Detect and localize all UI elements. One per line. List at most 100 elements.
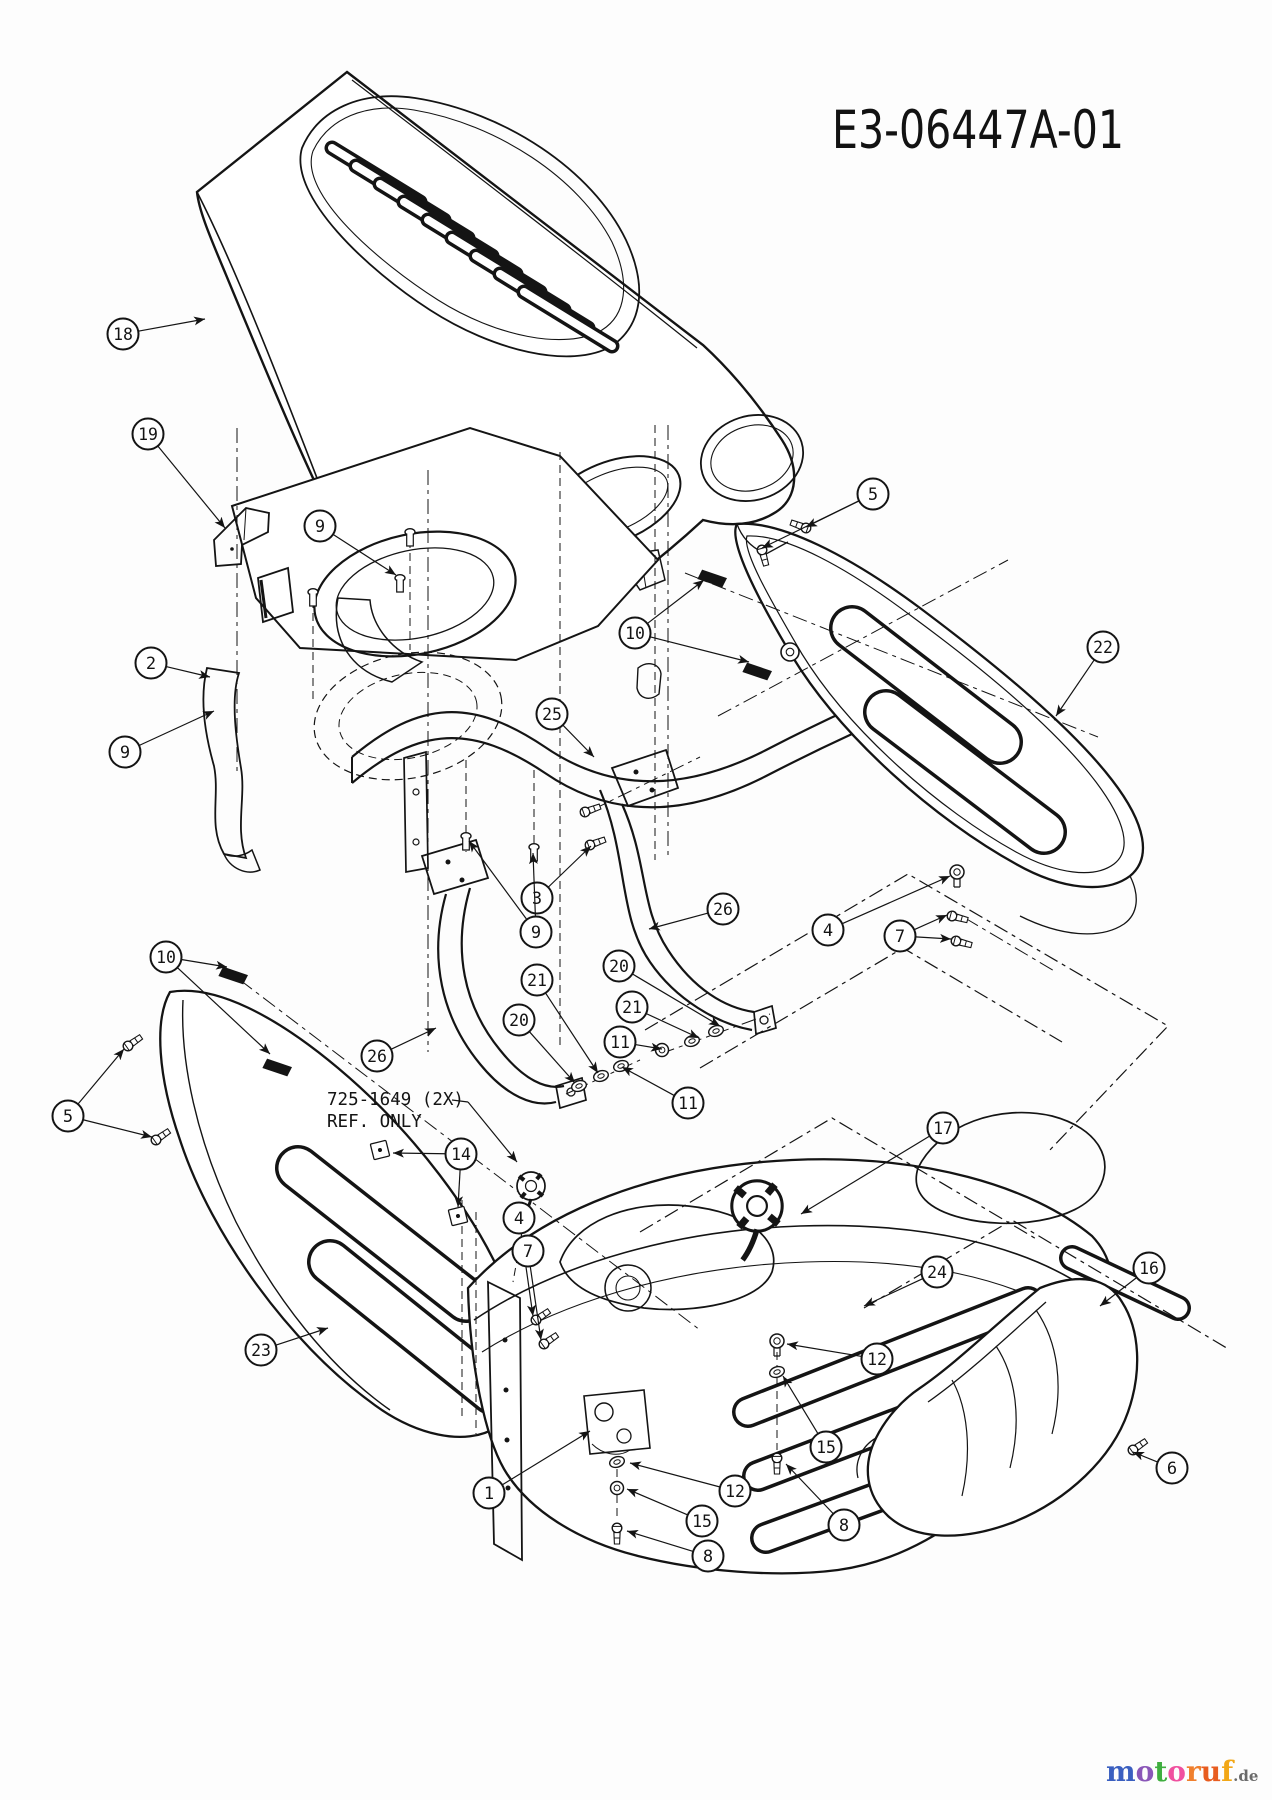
flange-bolt [769,1333,785,1357]
grille-top-face [473,1224,1087,1321]
washer [683,1034,701,1048]
callout-26: 26 [648,892,740,931]
support-arm-left [437,893,557,1105]
clip-nut [262,1058,292,1077]
headlight-pod-left [559,1204,775,1311]
washer [612,1059,630,1073]
callout-number: 6 [1167,1459,1177,1479]
drawing-number: E3-06447A-01 [832,100,1124,161]
callout-number: 8 [839,1516,849,1536]
leader-line [529,1266,544,1341]
nut-outer [654,1042,670,1058]
washer-outer [707,1024,725,1038]
clip-body [742,662,772,681]
washer-hole [575,1083,583,1089]
leader-line [1055,659,1095,717]
hood-side-opening-inner [710,424,794,492]
callout-15: 15 [782,1375,843,1464]
screw-thread [1139,1441,1144,1447]
callout-circle [603,1025,637,1059]
callout-2: 2 [134,646,211,680]
front-bumper-rib [951,1379,969,1497]
callout-16: 16 [1099,1251,1166,1307]
grille-top-face-inner [481,1260,1073,1353]
phantom-outline [639,1117,1039,1241]
callout-19: 19 [131,417,226,529]
rosette-hub [746,1195,768,1217]
callout-26: 26 [360,1027,437,1073]
washer-hole [597,1073,605,1079]
bump-stop-edge [259,579,268,619]
callout-number: 5 [63,1107,73,1127]
leader-line [392,1148,446,1158]
callout-7: 7 [511,1234,545,1341]
construction-line [964,917,1057,973]
front-bumper-edge [927,1301,1047,1403]
callout-number: 5 [868,485,878,505]
washer-hole [688,1038,696,1044]
leader-line [165,665,211,679]
washer [592,1069,610,1083]
leader-line [782,1375,819,1435]
callout-22: 22 [1055,630,1120,717]
carriage-bolt [404,528,416,547]
screw-head [771,1452,783,1464]
callout-4: 4 [811,875,951,947]
phantom-outline [863,1219,1231,1351]
watermark-word: motoruf [1106,1755,1233,1788]
square-hole [456,1214,460,1218]
callout-number: 20 [509,1011,529,1030]
callout-circle [856,477,890,511]
hinge-plate-hole [412,788,420,796]
hood-bracket-fold [243,507,247,541]
carriage-bolt [307,588,319,607]
screw-head [611,1522,623,1534]
bolt [579,803,602,818]
bolt-shaft [953,878,961,888]
callout-circle [883,919,917,953]
callout-number: 12 [867,1350,887,1369]
watermark: motoruf.de [1106,1758,1258,1790]
hinge-strap [351,702,921,809]
bolt-head-inner [773,1337,781,1345]
callout-circle [691,1539,725,1573]
callout-circle [131,417,165,451]
washer-hole [613,1459,621,1465]
callout-circle [134,646,168,680]
callout-6: 6 [1132,1451,1189,1485]
washer [608,1455,626,1469]
leader-line [761,500,860,549]
watermark-letter: o [1167,1755,1186,1788]
square-nut [369,1139,391,1161]
front-bumper-rib [1035,1309,1059,1435]
callout-circle [615,990,649,1024]
rosette-lug [535,1172,543,1181]
callout-circle [472,1476,506,1510]
washer-outer [570,1079,588,1093]
callout-number: 12 [725,1482,745,1501]
callout-circle [520,963,554,997]
leader-line [332,533,397,576]
callout-number: 11 [678,1094,698,1113]
screw-slot [123,1043,130,1051]
clip-body [262,1058,292,1077]
callout-number: 9 [120,743,130,763]
square-nut [447,1205,469,1227]
hood-side-opening [699,414,805,502]
rosette-lug [764,1182,778,1196]
rubber-pad [636,663,662,699]
headlight-lens [604,1264,652,1312]
callout-number: 2 [146,654,156,674]
callout-9: 9 [468,840,553,949]
callout-number: 1 [484,1484,494,1504]
bolt-head [949,864,965,880]
callout-circle [520,881,554,915]
leader-line [138,710,215,747]
shroud-scoop [335,597,424,683]
callout-number: 15 [816,1438,836,1457]
washer [570,1079,588,1093]
callout-number: 14 [451,1145,471,1164]
construction-line [684,572,1099,738]
leader-line [786,1341,862,1358]
nut-outer [609,1480,625,1496]
